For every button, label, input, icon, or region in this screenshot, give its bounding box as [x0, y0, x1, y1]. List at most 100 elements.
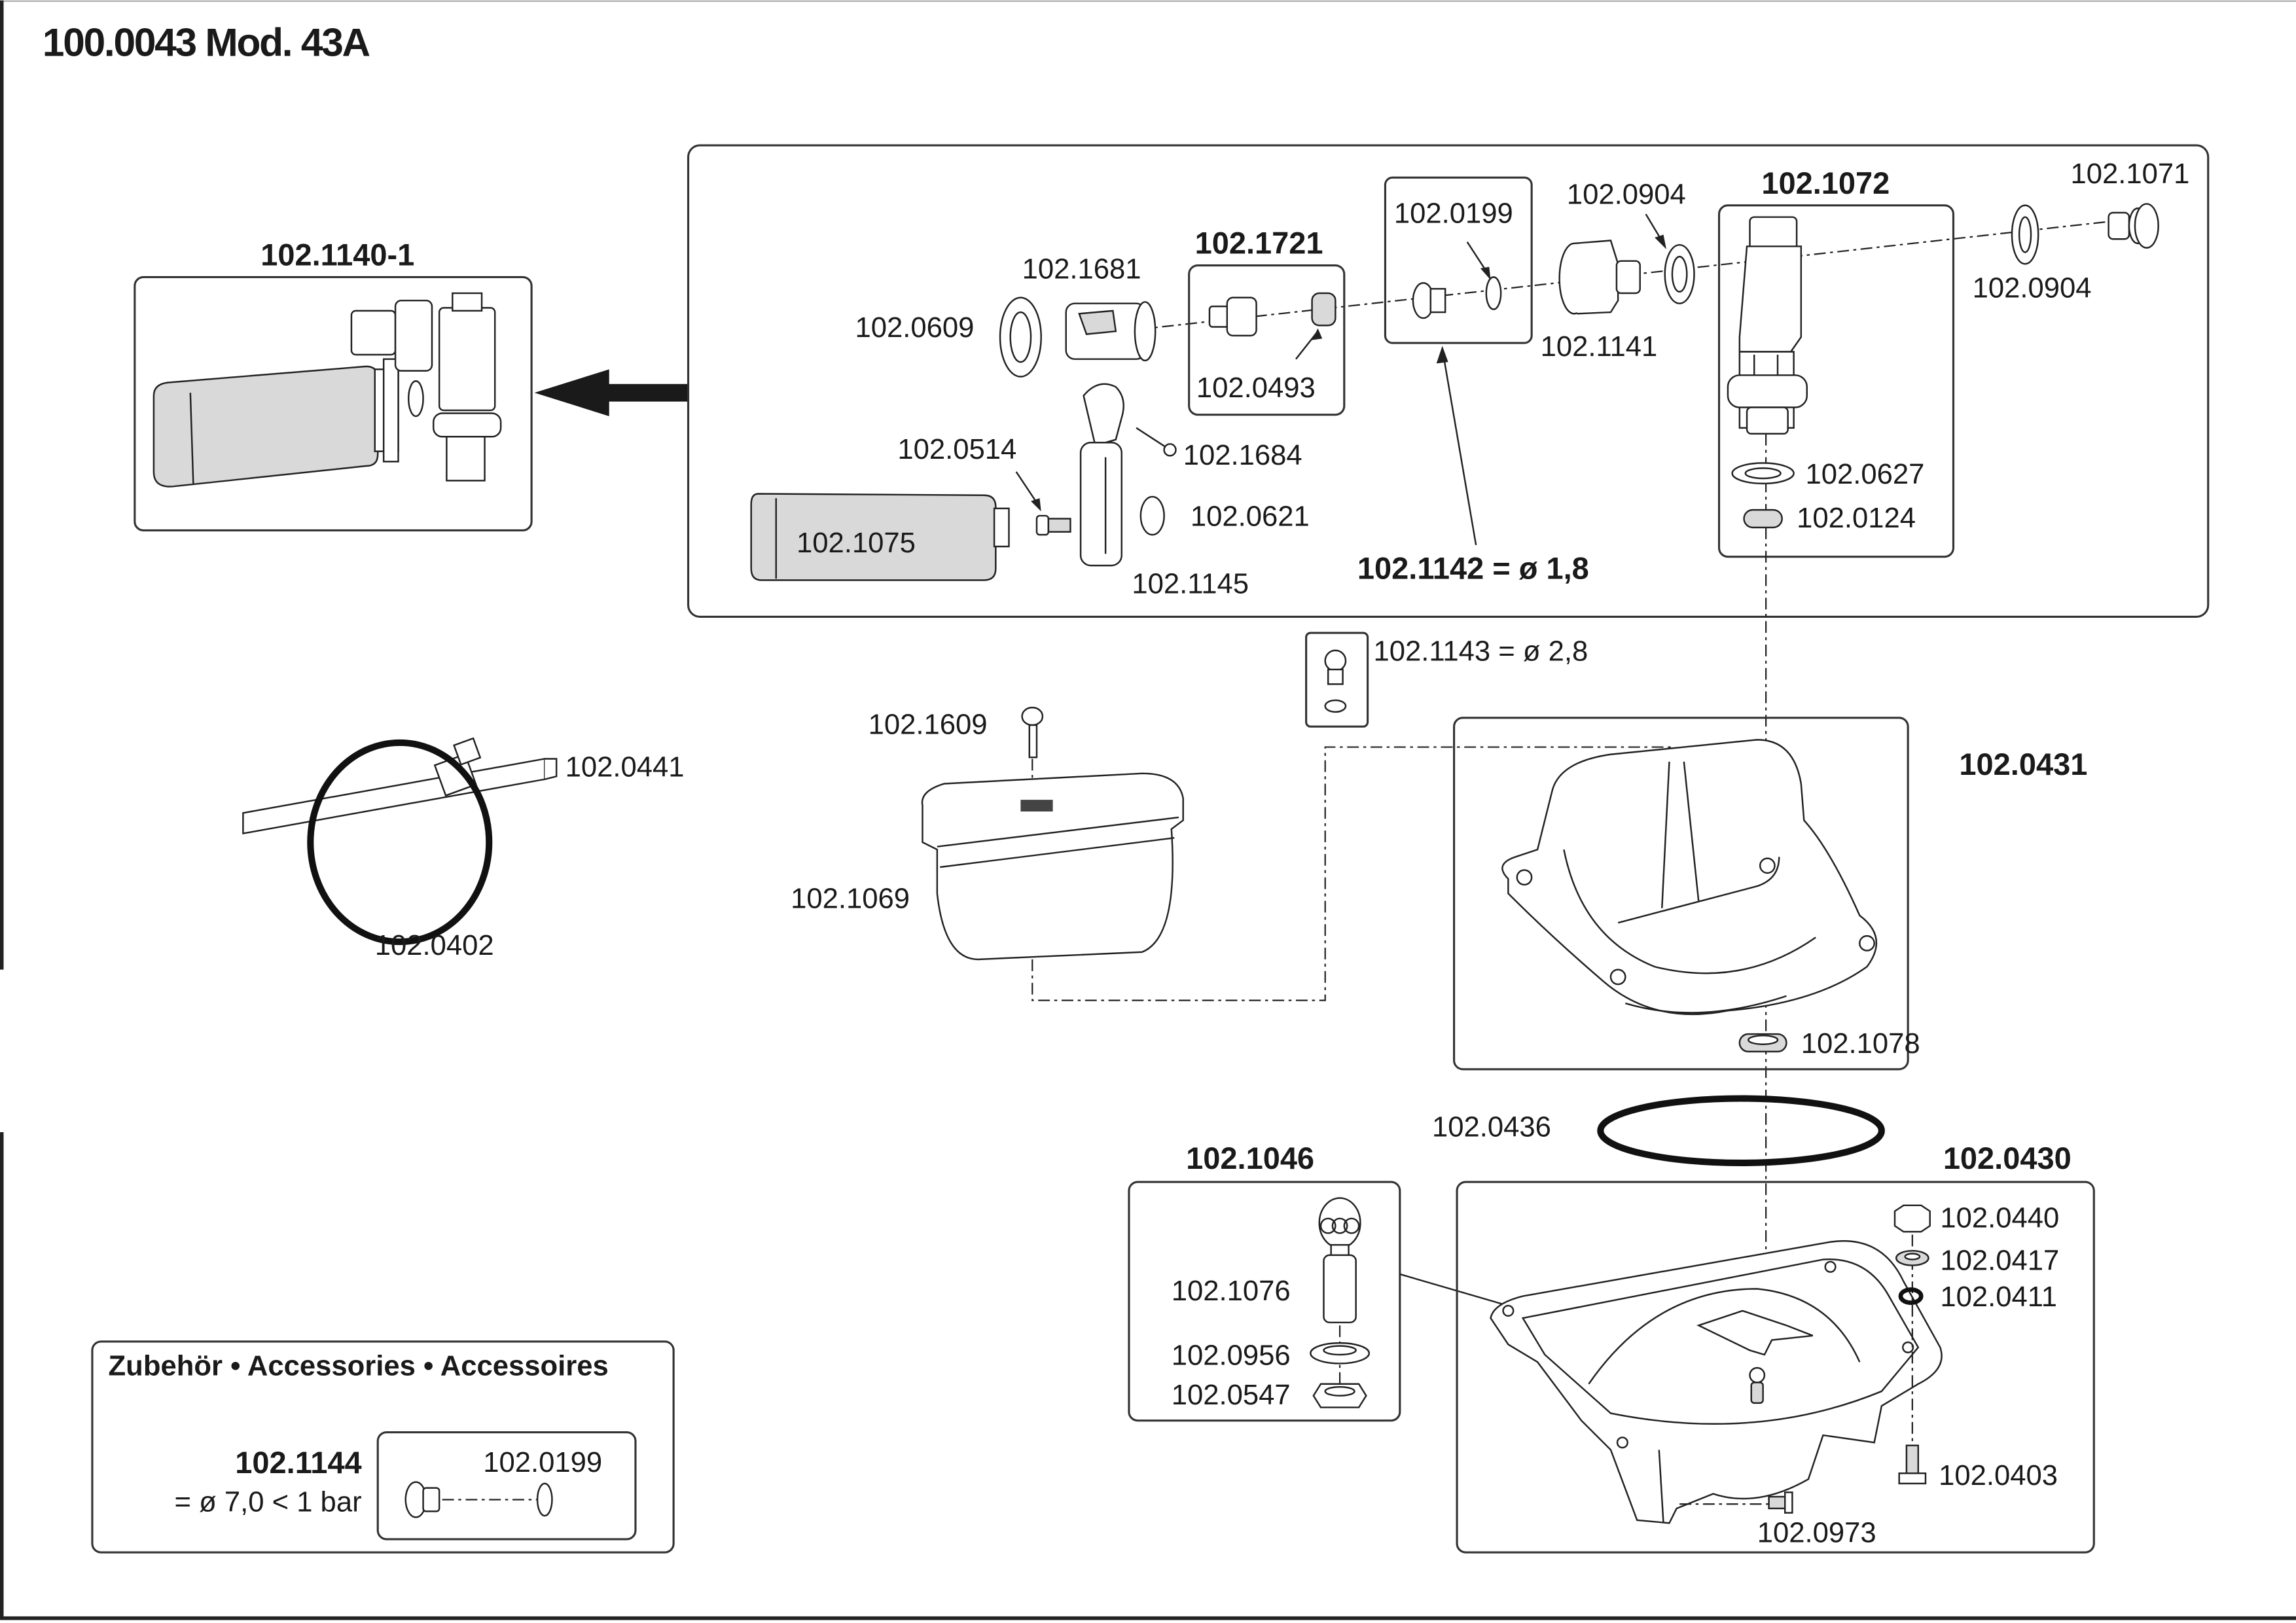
part-label: 102.1141 — [1541, 331, 1658, 363]
valve-housing-illustration — [1727, 216, 1808, 435]
part-102-0547[interactable]: 102.0547 — [1172, 1380, 1367, 1411]
part-label: 102.1684 — [1183, 440, 1302, 471]
part-label: 102.0440 — [1940, 1202, 2059, 1234]
part-label: 102.0973 — [1757, 1517, 1876, 1548]
accessories-heading: Zubehör • Accessories • Accessoires — [109, 1350, 609, 1382]
part-102-0411[interactable]: 102.0411 — [1898, 1281, 2057, 1313]
part-label: 102.1609 — [869, 709, 988, 740]
nozzle-group-pointer — [1441, 348, 1477, 546]
assembly-arrow-icon — [534, 369, 689, 416]
nozzle-group-box — [1384, 176, 1533, 344]
assembly-number-complete-valve: 102.1140-1 — [260, 238, 414, 272]
assembly-number-lower-bowl: 102.0430 — [1943, 1141, 2072, 1175]
part-102-0441[interactable]: 102.0441 — [242, 737, 685, 835]
part-label: 102.0402 — [375, 930, 494, 961]
part-label: 102.0514 — [897, 434, 1016, 465]
complete-valve-box — [134, 276, 533, 532]
valve-axis-line — [1069, 219, 2124, 338]
assembly-number-upper-bowl: 102.0431 — [1959, 747, 2087, 781]
part-102-1071[interactable]: 102.1071 — [2070, 158, 2189, 249]
valve-exploded-box — [687, 144, 2210, 618]
valve-housing-group-box — [1717, 204, 1955, 558]
part-label: 102.1681 — [1022, 254, 1141, 285]
upper-bowl-box — [1453, 717, 1909, 1071]
part-102-0124[interactable]: 102.0124 — [1743, 503, 1916, 534]
nozzle-group-2-8[interactable]: 102.1143 = ø 2,8 — [1305, 632, 1588, 728]
part-102-0973[interactable]: 102.0973 — [1757, 1491, 1876, 1548]
accessory-kit-number: 102.1144 — [235, 1445, 361, 1480]
upper-bowl-group[interactable]: 102.0431 102.1078 — [1453, 717, 2088, 1071]
complete-valve-assembly[interactable]: 102.1140-1 — [134, 238, 533, 532]
part-102-0403[interactable]: 102.0403 — [1898, 1444, 2058, 1491]
part-102-1076[interactable]: 102.1076 — [1172, 1197, 1361, 1324]
valve-housing-group[interactable]: 102.1072 102.0627 102.0124 — [1717, 166, 1955, 1465]
assembly-number-ball-valve: 102.1046 — [1186, 1141, 1314, 1175]
part-label: 102.0904 — [1973, 273, 2092, 304]
part-102-1684[interactable]: 102.1684 — [1136, 427, 1302, 471]
lower-bowl-group[interactable]: 102.0430 102.0440 102.0417 102.0 — [1456, 1141, 2095, 1554]
part-102-0621[interactable]: 102.0621 — [1139, 495, 1310, 536]
part-102-0440[interactable]: 102.0440 — [1893, 1202, 2059, 1234]
upper-bowl-illustration — [1501, 739, 1878, 1016]
part-102-0627[interactable]: 102.0627 — [1731, 459, 1925, 490]
part-102-0904-a[interactable]: 102.0904 — [1567, 179, 1695, 304]
part-102-1078[interactable]: 102.1078 — [1738, 1028, 1920, 1060]
part-102-1075[interactable]: 102.1075 — [750, 493, 1010, 581]
lower-bowl-box — [1456, 1181, 2095, 1554]
part-102-1145[interactable]: 102.1145 — [1079, 383, 1249, 600]
part-102-0514[interactable]: 102.0514 — [897, 434, 1071, 536]
part-label: 102.1076 — [1172, 1275, 1291, 1307]
part-label: 102.1145 — [1132, 569, 1249, 600]
nozzle-group-1-8[interactable]: 102.0199 102.1142 = ø 1,8 — [1357, 176, 1589, 585]
part-label: 102.0124 — [1797, 503, 1916, 534]
part-label: 102.0403 — [1939, 1460, 2058, 1491]
valve-body-group-box — [1188, 264, 1346, 416]
lower-bowl-illustration — [1490, 1240, 1943, 1524]
accessory-kit-spec: = ø 7,0 < 1 bar — [175, 1486, 362, 1518]
part-102-0436[interactable]: 102.0436 — [1432, 1095, 1885, 1166]
part-102-1141[interactable]: 102.1141 — [1541, 240, 1658, 363]
accessory-nozzle-illustration — [404, 1481, 553, 1518]
part-102-0402[interactable]: 102.0402 — [307, 739, 494, 961]
part-label: 102.0627 — [1806, 459, 1925, 490]
part-label: 102.0956 — [1172, 1340, 1291, 1372]
part-label: 102.1071 — [2070, 158, 2189, 190]
part-label: 102.1069 — [791, 883, 910, 915]
ball-valve-group[interactable]: 102.1046 102.1076 102.0956 102.0547 — [1128, 1141, 1743, 1422]
part-label: 102.0199 — [483, 1447, 602, 1478]
assembly-number-nozzle-2-8: 102.1143 = ø 2,8 — [1374, 636, 1588, 668]
accessory-kit-box — [376, 1431, 637, 1541]
part-label: 102.0621 — [1191, 501, 1310, 533]
assembly-number-valve-housing: 102.1072 — [1761, 166, 1890, 200]
part-label: 102.0904 — [1567, 179, 1686, 211]
part-102-1609[interactable]: 102.1609 — [869, 706, 1044, 758]
accessories-box — [91, 1340, 675, 1554]
part-label: 102.0547 — [1172, 1380, 1291, 1411]
assembly-number-nozzle-1-8: 102.1142 = ø 1,8 — [1357, 550, 1589, 585]
part-label: 102.0417 — [1940, 1245, 2059, 1276]
part-label: 102.1075 — [797, 527, 916, 559]
accessories-panel[interactable]: Zubehör • Accessories • Accessoires 102.… — [91, 1340, 675, 1554]
logo-mark — [1020, 800, 1053, 812]
part-102-0493[interactable]: 102.0493 — [1196, 292, 1336, 404]
part-102-1069[interactable]: 102.1069 — [791, 772, 1184, 961]
part-label: 102.0441 — [565, 751, 685, 783]
part-102-0199[interactable]: 102.0199 — [1394, 198, 1513, 310]
part-label: 102.0199 — [1394, 198, 1513, 230]
part-102-0609[interactable]: 102.0609 — [855, 296, 1042, 378]
part-102-1681[interactable]: 102.1681 — [1022, 254, 1157, 362]
part-102-0956[interactable]: 102.0956 — [1172, 1340, 1371, 1372]
part-102-0904-b[interactable]: 102.0904 — [1973, 204, 2092, 304]
document-title: 100.0043 Mod. 43A — [43, 20, 370, 65]
part-label: 102.0609 — [855, 312, 975, 344]
valve-body-group[interactable]: 102.1721 102.0493 — [1188, 226, 1346, 416]
ball-valve-box — [1128, 1181, 1401, 1422]
nozzle-group-2-8-box — [1305, 632, 1369, 728]
float-valve-illustration — [152, 292, 502, 488]
part-label: 102.0436 — [1432, 1112, 1551, 1143]
part-label: 102.1078 — [1801, 1028, 1920, 1060]
part-label: 102.0493 — [1196, 372, 1316, 404]
part-label: 102.0411 — [1940, 1281, 2057, 1313]
part-102-0417[interactable]: 102.0417 — [1895, 1245, 2059, 1276]
